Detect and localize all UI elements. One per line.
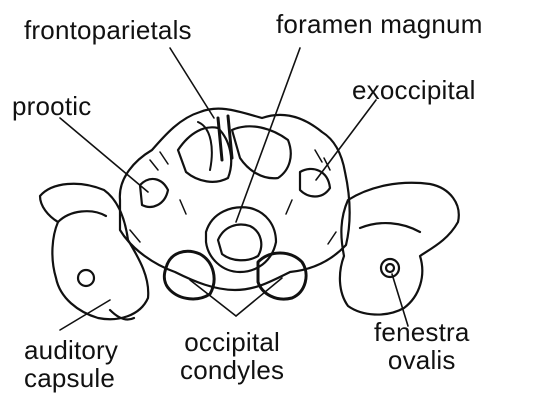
- right-fenestra: [381, 259, 399, 277]
- texture: [130, 150, 336, 244]
- foramen-magnum-outline: [206, 207, 276, 272]
- label-fenestra-line2: ovalis: [374, 346, 470, 374]
- leader-frontoparietals: [170, 48, 214, 118]
- leader-auditory: [60, 300, 110, 330]
- label-exoccipital: exoccipital: [352, 76, 476, 104]
- left-condyle: [164, 251, 214, 299]
- label-auditory-capsule: auditory capsule: [24, 336, 118, 392]
- right-auditory-capsule: [340, 183, 459, 315]
- label-occipital-condyles: occipital condyles: [180, 328, 284, 384]
- label-frontoparietals: frontoparietals: [24, 16, 192, 44]
- leader-prootic: [60, 118, 148, 192]
- label-fenestra-ovalis: fenestra ovalis: [374, 318, 470, 374]
- label-condyles-line1: occipital: [180, 328, 284, 356]
- leader-exoccipital: [316, 100, 376, 180]
- label-prootic: prootic: [12, 92, 91, 120]
- left-fenestra: [78, 270, 94, 286]
- label-auditory-line2: capsule: [24, 364, 118, 392]
- label-foramen-magnum: foramen magnum: [276, 10, 483, 38]
- prootic-shape: [140, 179, 168, 207]
- label-auditory-line1: auditory: [24, 336, 118, 364]
- right-fenestra-inner: [386, 264, 394, 272]
- label-fenestra-line1: fenestra: [374, 318, 470, 346]
- label-condyles-line2: condyles: [180, 356, 284, 384]
- left-capsule-detail: [58, 211, 106, 222]
- right-capsule-detail: [360, 223, 420, 232]
- left-auditory-capsule: [40, 184, 148, 319]
- leader-foramen: [236, 48, 300, 222]
- foramen-inner: [218, 225, 261, 261]
- exoccipital-shape: [300, 169, 330, 197]
- frontoparietal-shape: [178, 127, 231, 181]
